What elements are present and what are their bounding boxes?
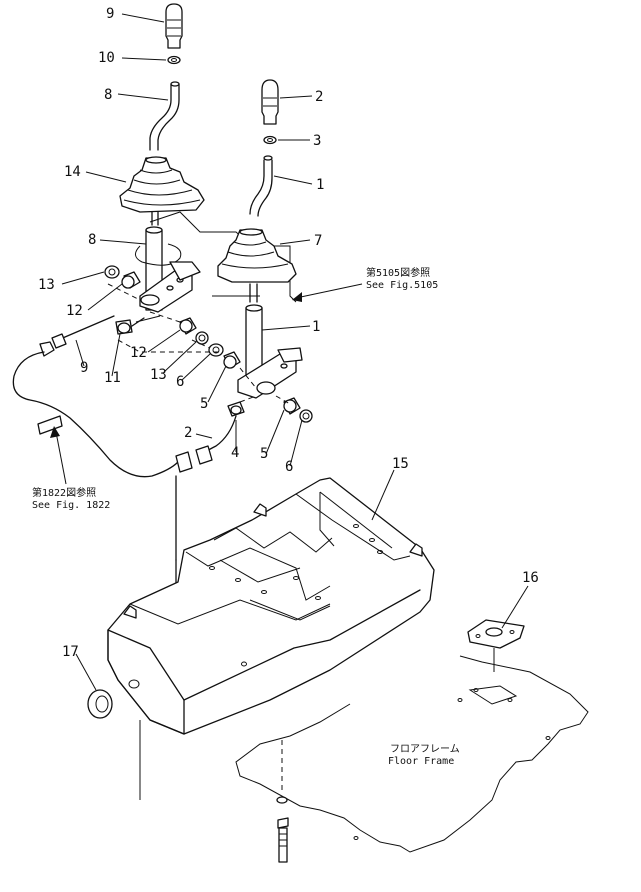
right-lever-knob (261, 79, 279, 125)
callout-8: 8 (104, 87, 112, 103)
callout-12: 12 (66, 303, 83, 319)
callout-2: 2 (315, 89, 323, 105)
callout-12: 12 (130, 345, 147, 361)
callout-10: 10 (98, 50, 115, 66)
callout-17: 17 (62, 644, 79, 660)
callout-13: 13 (150, 367, 167, 383)
left-lever-rod (149, 81, 180, 151)
callout-8: 8 (88, 232, 96, 248)
callout-4: 4 (231, 445, 239, 461)
callout-6: 6 (285, 459, 293, 475)
callout-14: 14 (64, 164, 81, 180)
callout-13: 13 (38, 277, 55, 293)
left-lever-knob (165, 3, 183, 49)
right-lever-shaft (245, 283, 263, 381)
callout-5: 5 (260, 446, 268, 462)
cover-plate (467, 619, 525, 672)
grommet (87, 689, 113, 719)
floor-frame (139, 655, 589, 853)
mounting-bolt (276, 796, 289, 863)
right-bracket (237, 347, 303, 399)
callout-2: 2 (184, 425, 192, 441)
note-fig1822-jp: 第1822図参照 (32, 486, 96, 499)
note-floor-en: Floor Frame (388, 756, 454, 767)
callout-3: 3 (313, 133, 321, 149)
leader-lines (61, 13, 529, 691)
console-box (107, 477, 435, 735)
fig5105-arrow (292, 283, 363, 302)
left-lever-washer (167, 55, 181, 65)
callout-9: 9 (80, 360, 88, 376)
wiring-harness (12, 315, 220, 601)
callout-11: 11 (104, 370, 121, 386)
left-bracket (139, 261, 201, 313)
note-fig1822-en: See Fig. 1822 (32, 500, 110, 511)
callout-5: 5 (200, 396, 208, 412)
callout-15: 15 (392, 456, 409, 472)
callout-7: 7 (314, 233, 322, 249)
right-bushings (208, 343, 313, 423)
callout-16: 16 (522, 570, 539, 586)
note-floor-jp: フロアフレーム (390, 743, 460, 755)
callout-9: 9 (106, 6, 114, 22)
note-fig5105-jp: 第5105図参照 (366, 266, 430, 279)
right-lever-washer (263, 135, 277, 145)
fig1822-arrow (50, 426, 67, 485)
callout-6: 6 (176, 374, 184, 390)
right-boot (217, 228, 297, 283)
callout-1: 1 (312, 319, 320, 335)
left-boot (119, 156, 205, 213)
callout-1: 1 (316, 177, 324, 193)
wiring-right (195, 395, 257, 465)
note-fig5105-en: See Fig.5105 (366, 280, 438, 291)
right-lever-rod (249, 155, 273, 217)
